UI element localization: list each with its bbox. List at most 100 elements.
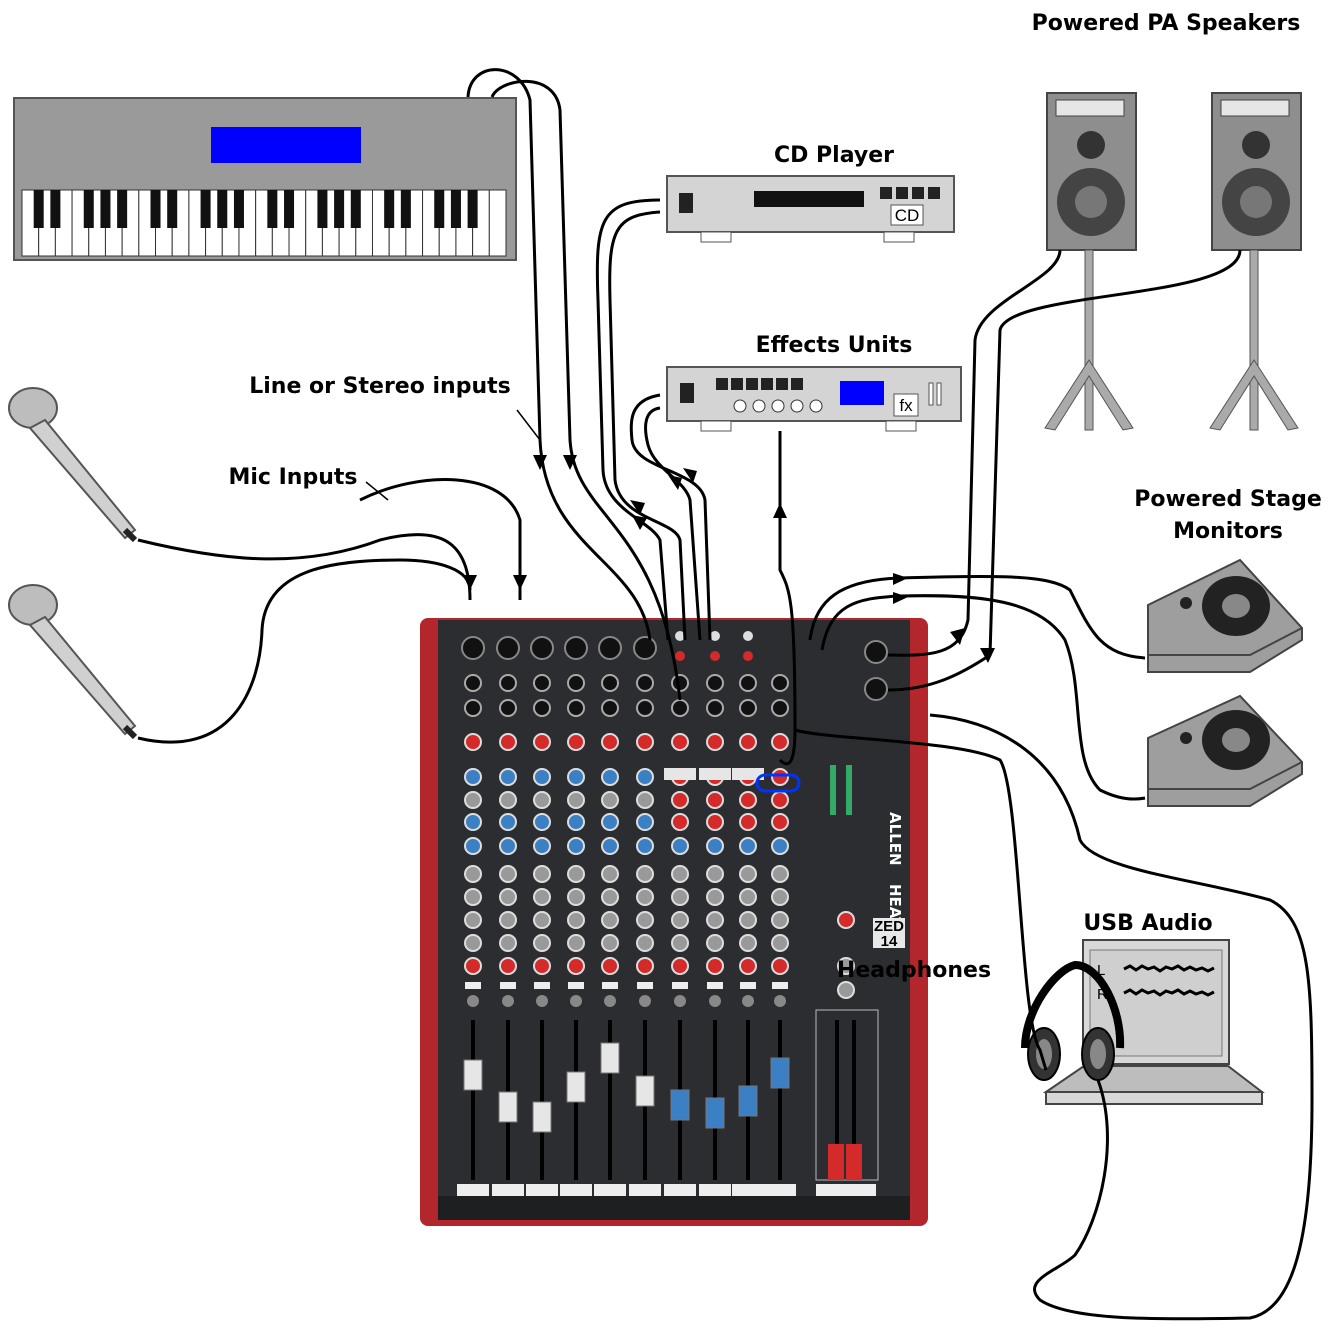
- channel-knob: [636, 888, 654, 906]
- black-key: [350, 190, 361, 228]
- keyboard: [13, 97, 517, 261]
- channel-knob: [533, 957, 551, 975]
- channel-knob: [636, 768, 654, 786]
- pfl-button: [709, 995, 721, 1007]
- rca-jack: [710, 631, 720, 641]
- channel-knob: [739, 791, 757, 809]
- channel-knob: [499, 888, 517, 906]
- pfl-button: [604, 995, 616, 1007]
- channel-knob: [567, 768, 585, 786]
- channel-strip-label: [764, 1184, 796, 1196]
- channel-strip-label: [492, 1184, 524, 1196]
- black-key: [450, 190, 461, 228]
- black-key: [400, 190, 411, 228]
- channel-knob: [464, 813, 482, 831]
- channel-knob: [636, 957, 654, 975]
- rca-jack: [675, 651, 685, 661]
- channel-knob: [464, 911, 482, 929]
- channel-knob: [739, 957, 757, 975]
- master-knob: [837, 981, 855, 999]
- jack-input: [601, 699, 619, 717]
- channel-knob: [771, 768, 789, 786]
- pointer-line-mic: [365, 481, 389, 501]
- channel-knob: [464, 768, 482, 786]
- pfl-button: [536, 995, 548, 1007]
- level-meter-right: [846, 765, 852, 815]
- mute-button: [534, 982, 550, 989]
- channel-fader: [498, 1091, 518, 1123]
- mute-button: [465, 982, 481, 989]
- fader-track: [608, 1020, 612, 1180]
- fx-button: [731, 378, 743, 390]
- mute-button: [707, 982, 723, 989]
- channel-knob: [567, 865, 585, 883]
- channel-knob: [601, 865, 619, 883]
- cable-main-right: [887, 249, 1242, 692]
- rca-jack: [743, 651, 753, 661]
- rca-jack: [743, 631, 753, 641]
- channel-knob: [499, 768, 517, 786]
- channel-fader: [566, 1071, 586, 1103]
- mute-button: [772, 982, 788, 989]
- cd-player: CD: [666, 175, 955, 243]
- channel-strip-label: [699, 1184, 731, 1196]
- fx-badge: fx: [899, 396, 913, 415]
- fx-button: [716, 378, 728, 390]
- cable-usb: [794, 728, 1048, 1071]
- channel-strip-label: [629, 1184, 661, 1196]
- model-label-top: ZED: [874, 918, 904, 935]
- channel-knob: [601, 934, 619, 952]
- label-headphones: Headphones: [837, 958, 991, 983]
- channel-fader: [635, 1075, 655, 1107]
- channel-knob: [533, 768, 551, 786]
- cable-monitor-2: [820, 594, 1146, 801]
- channel-knob: [771, 911, 789, 929]
- stereo-label-strip: [664, 768, 696, 780]
- fx-button: [776, 378, 788, 390]
- stage-monitor-1: [1147, 558, 1303, 673]
- black-key: [334, 190, 345, 228]
- fx-knob: [790, 399, 804, 413]
- channel-fader: [670, 1089, 690, 1121]
- label-stage-monitors-1: Powered Stage: [1134, 487, 1322, 512]
- channel-knob: [499, 813, 517, 831]
- master-knob: [837, 911, 855, 929]
- stage-monitor-2: [1147, 694, 1303, 807]
- channel-fader: [705, 1097, 725, 1129]
- pfl-button: [467, 995, 479, 1007]
- channel-knob: [499, 957, 517, 975]
- xlr-input: [496, 636, 520, 660]
- channel-knob: [671, 957, 689, 975]
- channel-knob: [706, 911, 724, 929]
- microphone-1: [8, 387, 138, 543]
- channel-fader: [463, 1059, 483, 1091]
- master-strip-label: [816, 1184, 876, 1196]
- brand-label-top: ALLEN: [886, 812, 904, 866]
- black-key: [467, 190, 478, 228]
- jack-input: [739, 699, 757, 717]
- keyboard-screen: [211, 127, 361, 163]
- pointer-line-inputs: [516, 409, 541, 441]
- black-key: [284, 190, 295, 228]
- black-key: [384, 190, 395, 228]
- channel-knob: [636, 934, 654, 952]
- channel-knob: [706, 837, 724, 855]
- jack-input: [533, 674, 551, 692]
- channel-knob: [601, 791, 619, 809]
- jack-input: [636, 674, 654, 692]
- jack-input: [464, 674, 482, 692]
- channel-knob: [671, 888, 689, 906]
- label-effects-units: Effects Units: [756, 333, 913, 358]
- white-keys: [21, 189, 507, 257]
- channel-knob: [739, 733, 757, 751]
- fx-button: [746, 378, 758, 390]
- rca-jack: [675, 631, 685, 641]
- mute-button: [672, 982, 688, 989]
- black-key: [267, 190, 278, 228]
- jack-input: [706, 674, 724, 692]
- black-key: [167, 190, 178, 228]
- channel-knob: [499, 791, 517, 809]
- channel-knob: [499, 837, 517, 855]
- fx-knob: [752, 399, 766, 413]
